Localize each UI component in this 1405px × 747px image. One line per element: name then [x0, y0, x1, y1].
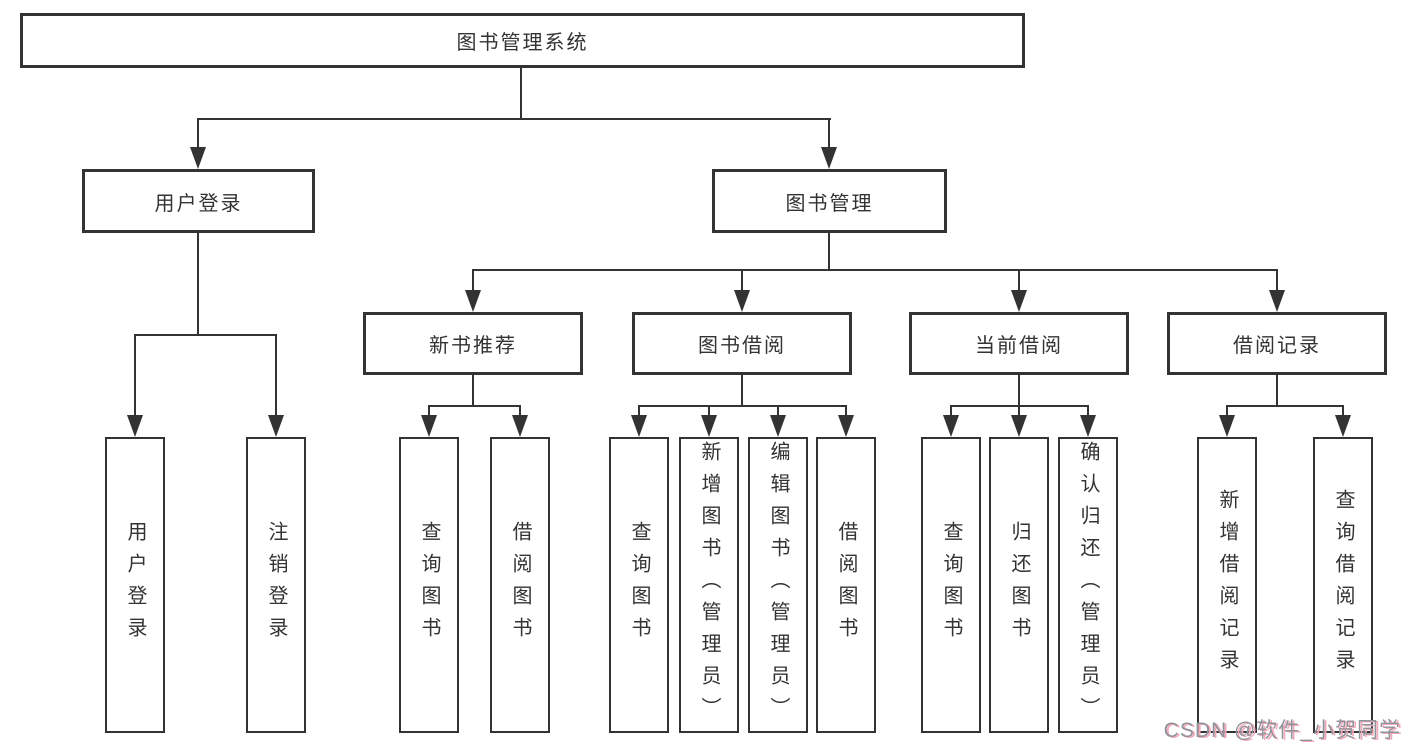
node-label: 编辑图书（管理员） — [767, 441, 789, 729]
connector-line — [1018, 269, 1020, 292]
arrowhead-down-icon — [1335, 415, 1351, 437]
arrowhead-down-icon — [1011, 290, 1027, 312]
arrowhead-down-icon — [943, 415, 959, 437]
arrowhead-down-icon — [1080, 415, 1096, 437]
arrowhead-down-icon — [268, 415, 284, 437]
node-new-book-recommendation: 新书推荐 — [363, 312, 583, 375]
leaf-query-borrow-record: 查询借阅记录 — [1313, 437, 1373, 733]
connector-line — [638, 405, 640, 418]
connector-line — [1087, 405, 1089, 418]
connector-line — [472, 269, 1278, 271]
connector-line — [1276, 269, 1278, 292]
connector-line — [134, 334, 277, 336]
node-label: 借阅图书 — [509, 521, 531, 649]
connector-line — [275, 334, 277, 417]
connector-line — [638, 405, 847, 407]
node-current-borrowing: 当前借阅 — [909, 312, 1129, 375]
node-label: 查询借阅记录 — [1332, 489, 1354, 681]
connector-line — [741, 375, 743, 407]
node-label: 确认归还（管理员） — [1077, 441, 1099, 729]
connector-line — [1276, 375, 1278, 407]
connector-line — [1342, 405, 1344, 418]
connector-line — [828, 118, 830, 149]
leaf-confirm-return-admin: 确认归还（管理员） — [1058, 437, 1118, 733]
connector-line — [708, 405, 710, 418]
leaf-edit-book-admin: 编辑图书（管理员） — [748, 437, 808, 733]
node-label: 查询图书 — [628, 521, 650, 649]
arrowhead-down-icon — [821, 147, 837, 169]
node-book-management: 图书管理 — [712, 169, 947, 233]
connector-line — [472, 375, 474, 407]
connector-line — [1226, 405, 1344, 407]
node-label: 用户登录 — [154, 192, 243, 215]
leaf-borrow-books-recommendation: 借阅图书 — [490, 437, 550, 733]
arrowhead-down-icon — [838, 415, 854, 437]
connector-line — [519, 405, 521, 418]
node-label: 查询图书 — [418, 521, 440, 649]
node-label: 图书借阅 — [698, 335, 786, 357]
arrowhead-down-icon — [421, 415, 437, 437]
connector-line — [197, 233, 199, 336]
connector-line — [197, 118, 831, 120]
connector-line — [950, 405, 952, 418]
arrowhead-down-icon — [770, 415, 786, 437]
leaf-query-books-borrowing: 查询图书 — [609, 437, 669, 733]
leaf-query-books-recommendation: 查询图书 — [399, 437, 459, 733]
connector-line — [520, 68, 522, 120]
node-root: 图书管理系统 — [20, 13, 1025, 68]
connector-line — [428, 405, 430, 418]
connector-line — [828, 233, 830, 271]
connector-line — [845, 405, 847, 418]
arrowhead-down-icon — [701, 415, 717, 437]
connector-line — [1018, 405, 1020, 418]
connector-line — [1018, 375, 1020, 407]
arrowhead-down-icon — [1219, 415, 1235, 437]
node-label: 借阅图书 — [835, 521, 857, 649]
connector-line — [1226, 405, 1228, 418]
node-label: 借阅记录 — [1233, 335, 1321, 357]
node-label: 当前借阅 — [975, 335, 1063, 357]
arrowhead-down-icon — [1269, 290, 1285, 312]
node-label: 图书管理 — [785, 192, 874, 215]
node-label: 查询图书 — [940, 521, 962, 649]
leaf-query-books-current: 查询图书 — [921, 437, 981, 733]
leaf-add-borrow-record: 新增借阅记录 — [1197, 437, 1257, 733]
node-label: 新书推荐 — [429, 335, 517, 357]
connector-line — [428, 405, 521, 407]
node-label: 新增图书（管理员） — [698, 441, 720, 729]
arrowhead-down-icon — [734, 290, 750, 312]
arrowhead-down-icon — [1011, 415, 1027, 437]
leaf-borrow-books-borrowing: 借阅图书 — [816, 437, 876, 733]
csdn-watermark: CSDN @软件_小贺同学 — [1163, 719, 1401, 742]
node-label: 新增借阅记录 — [1216, 489, 1238, 681]
leaf-return-books: 归还图书 — [989, 437, 1049, 733]
arrowhead-down-icon — [631, 415, 647, 437]
node-book-borrowing: 图书借阅 — [632, 312, 852, 375]
leaf-add-book-admin: 新增图书（管理员） — [679, 437, 739, 733]
node-label: 用户登录 — [124, 521, 146, 649]
node-user-login: 用户登录 — [82, 169, 315, 233]
arrowhead-down-icon — [127, 415, 143, 437]
arrowhead-down-icon — [190, 147, 206, 169]
connector-line — [197, 118, 199, 149]
node-label: 注销登录 — [265, 521, 287, 649]
node-borrowing-records: 借阅记录 — [1167, 312, 1387, 375]
leaf-logout: 注销登录 — [246, 437, 306, 733]
leaf-user-login: 用户登录 — [105, 437, 165, 733]
connector-line — [741, 269, 743, 292]
arrowhead-down-icon — [512, 415, 528, 437]
arrowhead-down-icon — [465, 290, 481, 312]
node-label: 归还图书 — [1008, 521, 1030, 649]
connector-line — [134, 334, 136, 417]
connector-line — [472, 269, 474, 292]
node-label: 图书管理系统 — [456, 32, 589, 54]
connector-line — [777, 405, 779, 418]
